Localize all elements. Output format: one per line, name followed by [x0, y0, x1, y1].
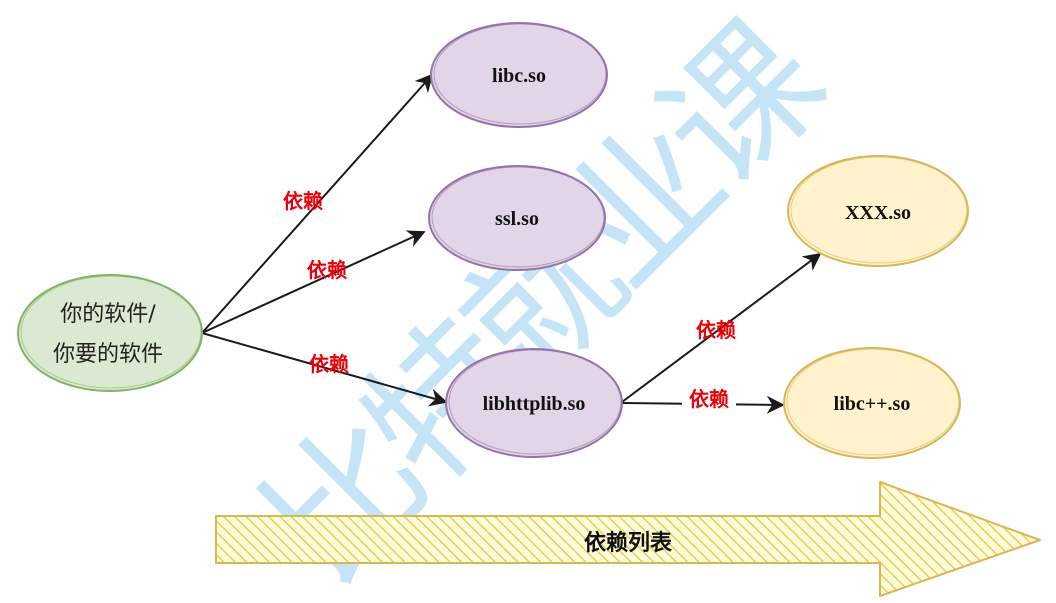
node-your-software-line2: 你要的软件: [53, 342, 163, 367]
edge-label-libc: 依赖: [283, 189, 323, 213]
node-ssl: ssl.so: [428, 165, 606, 271]
node-xxx: XXX.so: [787, 155, 969, 267]
edge-to-xxx: [621, 252, 822, 403]
node-libcpp-label: libc++.so: [834, 393, 911, 415]
node-libhttplib-label: libhttplib.so: [483, 393, 586, 415]
node-ssl-label: ssl.so: [495, 208, 539, 230]
node-your-software: 你的软件/ 你要的软件: [17, 274, 203, 392]
edge-labels: 依赖 依赖 依赖 依赖 依赖: [283, 189, 736, 412]
edge-to-libhttplib: [201, 332, 448, 407]
node-libcpp: libc++.so: [783, 347, 961, 459]
dependency-list-label: 依赖列表: [584, 530, 673, 556]
edge-label-ssl: 依赖: [307, 258, 347, 282]
node-your-software-line1: 你的软件/: [60, 302, 156, 327]
node-libc: libc.so: [430, 22, 608, 128]
node-libc-label: libc.so: [492, 65, 546, 87]
node-libhttplib: libhttplib.so: [445, 348, 623, 458]
edge-to-ssl: [201, 230, 426, 334]
edge-to-libc: [201, 73, 434, 334]
dependency-list-arrow: 依赖列表: [215, 481, 1041, 597]
edge-label-libcpp: 依赖: [689, 387, 729, 411]
edge-label-libhttplib: 依赖: [309, 352, 349, 376]
edge-label-libcpp-bg: [682, 386, 736, 412]
edge-label-xxx: 依赖: [696, 318, 736, 342]
node-xxx-label: XXX.so: [845, 202, 911, 224]
